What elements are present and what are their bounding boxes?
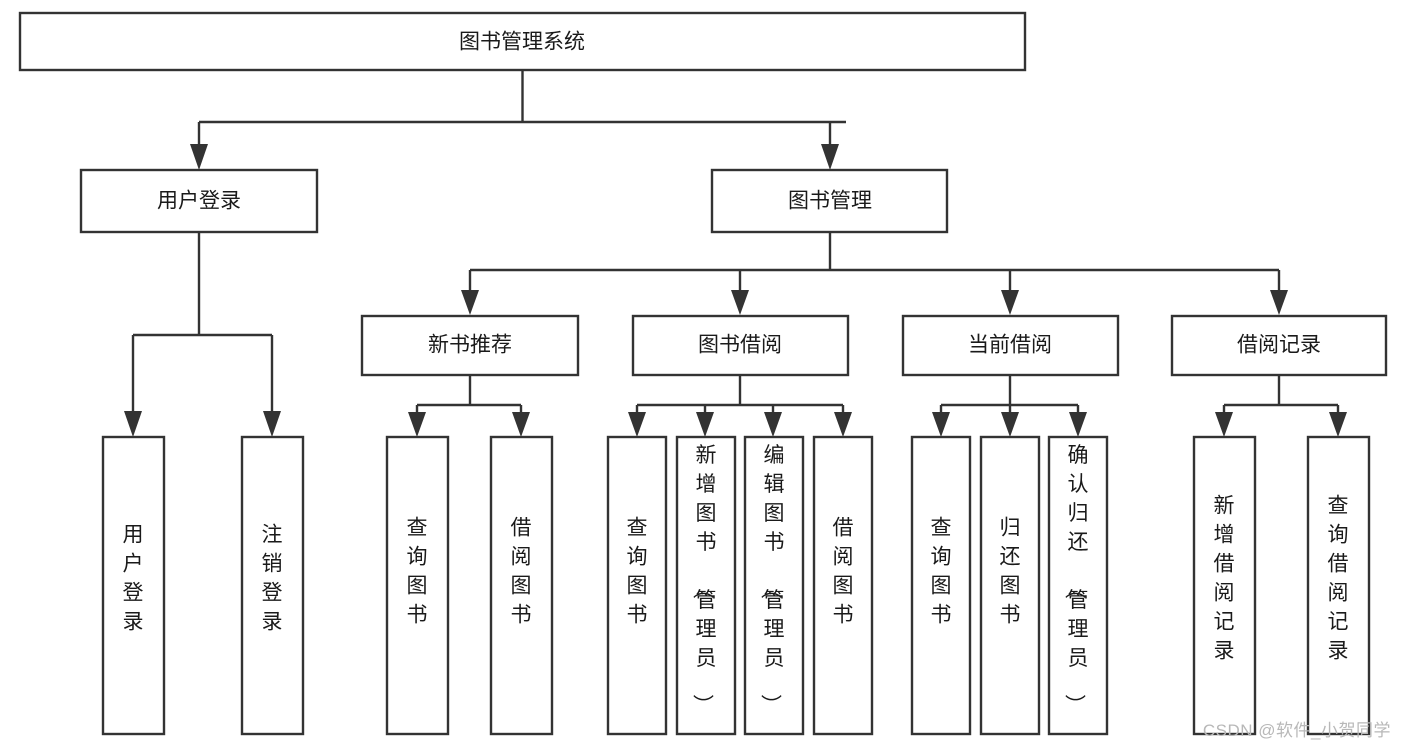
node-leaf-add-record-label: 新增借阅记录 <box>1214 495 1235 663</box>
node-leaf-logout-box[interactable] <box>240 435 305 736</box>
node-borrow-record[interactable]: 借阅记录 <box>1170 314 1388 377</box>
node-leaf-query-record-box[interactable] <box>1306 435 1371 736</box>
node-borrow-record-box[interactable] <box>1170 314 1388 377</box>
arrow-head-leaf-add-book <box>696 412 714 437</box>
node-leaf-add-record[interactable]: 新增借阅记录 <box>1192 435 1257 736</box>
node-new-book-rec-box[interactable] <box>360 314 580 377</box>
node-leaf-query-record[interactable]: 查询借阅记录 <box>1306 435 1371 736</box>
arrow-head-new-book-rec <box>461 290 479 315</box>
node-user-login[interactable]: 用户登录 <box>79 168 319 234</box>
connector-group-borrow-record <box>1215 375 1347 437</box>
node-book-borrow-box[interactable] <box>631 314 850 377</box>
node-book-borrow-label: 图书借阅 <box>698 334 782 357</box>
arrow-head-leaf-edit-book <box>764 412 782 437</box>
node-book-mgmt-label: 图书管理 <box>788 190 872 213</box>
node-book-mgmt[interactable]: 图书管理 <box>710 168 949 234</box>
node-leaf-add-book-box[interactable] <box>675 435 737 736</box>
node-leaf-return-book[interactable]: 归还图书 <box>979 435 1041 736</box>
arrow-head-leaf-logout <box>263 411 281 437</box>
node-leaf-query-book-2-box[interactable] <box>606 435 668 736</box>
arrow-head-leaf-query-book-1 <box>408 412 426 437</box>
node-leaf-edit-book-label: 编辑图书（管理员） <box>759 444 785 715</box>
arrow-head-leaf-query-book-2 <box>628 412 646 437</box>
connector-group-current-borrow <box>932 375 1087 437</box>
node-leaf-borrow-book-1-label: 借阅图书 <box>511 517 532 627</box>
node-root-box[interactable] <box>18 11 1027 72</box>
node-user-login-box[interactable] <box>79 168 319 234</box>
connector-group-user-login <box>124 232 281 437</box>
arrow-head-leaf-user-login <box>124 411 142 437</box>
node-leaf-query-book-1[interactable]: 查询图书 <box>385 435 450 736</box>
node-root[interactable]: 图书管理系统 <box>18 11 1027 72</box>
connector-group-book-mgmt <box>461 232 1288 315</box>
node-leaf-logout[interactable]: 注销登录 <box>240 435 305 736</box>
connector-group-root <box>190 70 846 170</box>
node-leaf-logout-label: 注销登录 <box>262 524 283 634</box>
node-leaf-borrow-book-2-box[interactable] <box>812 435 874 736</box>
node-leaf-confirm-return[interactable]: 确认归还（管理员） <box>1047 435 1109 736</box>
arrow-head-user-login <box>190 144 208 170</box>
node-leaf-add-book[interactable]: 新增图书（管理员） <box>675 435 737 736</box>
arrow-head-leaf-return-book <box>1001 412 1019 437</box>
node-leaf-query-book-2-label: 查询图书 <box>627 517 648 627</box>
arrow-head-current-borrow <box>1001 290 1019 315</box>
node-new-book-rec-label: 新书推荐 <box>428 334 512 357</box>
arrow-head-leaf-add-record <box>1215 412 1233 437</box>
node-leaf-borrow-book-2-label: 借阅图书 <box>833 517 854 627</box>
arrow-head-leaf-query-book-3 <box>932 412 950 437</box>
node-leaf-return-book-box[interactable] <box>979 435 1041 736</box>
node-leaf-return-book-label: 归还图书 <box>1000 517 1021 627</box>
node-current-borrow[interactable]: 当前借阅 <box>901 314 1120 377</box>
node-leaf-query-book-1-box[interactable] <box>385 435 450 736</box>
node-current-borrow-label: 当前借阅 <box>968 334 1052 357</box>
node-book-mgmt-box[interactable] <box>710 168 949 234</box>
node-leaf-user-login[interactable]: 用户登录 <box>101 435 166 736</box>
node-leaf-query-book-3[interactable]: 查询图书 <box>910 435 972 736</box>
arrow-head-leaf-borrow-book-1 <box>512 412 530 437</box>
node-root-label: 图书管理系统 <box>459 31 585 54</box>
node-leaf-edit-book-box[interactable] <box>743 435 805 736</box>
node-leaf-query-book-1-label: 查询图书 <box>407 517 428 627</box>
node-leaf-user-login-label: 用户登录 <box>123 524 144 634</box>
node-leaf-borrow-book-1[interactable]: 借阅图书 <box>489 435 554 736</box>
arrow-head-book-borrow <box>731 290 749 315</box>
node-leaf-user-login-box[interactable] <box>101 435 166 736</box>
node-leaf-add-record-box[interactable] <box>1192 435 1257 736</box>
node-new-book-rec[interactable]: 新书推荐 <box>360 314 580 377</box>
arrow-head-leaf-confirm-return <box>1069 412 1087 437</box>
node-leaf-query-book-3-label: 查询图书 <box>931 517 952 627</box>
arrow-head-book-mgmt <box>821 144 839 170</box>
node-leaf-borrow-book-2[interactable]: 借阅图书 <box>812 435 874 736</box>
node-leaf-query-book-2[interactable]: 查询图书 <box>606 435 668 736</box>
node-leaf-borrow-book-1-box[interactable] <box>489 435 554 736</box>
csdn-watermark: CSDN @软件_小贺同学 <box>1202 721 1391 740</box>
connector-group-book-borrow <box>628 375 852 437</box>
arrow-head-borrow-record <box>1270 290 1288 315</box>
node-leaf-query-record-label: 查询借阅记录 <box>1328 495 1349 663</box>
arrow-head-leaf-borrow-book-2 <box>834 412 852 437</box>
node-leaf-confirm-return-box[interactable] <box>1047 435 1109 736</box>
node-borrow-record-label: 借阅记录 <box>1237 334 1321 357</box>
node-user-login-label: 用户登录 <box>157 190 241 213</box>
node-book-borrow[interactable]: 图书借阅 <box>631 314 850 377</box>
node-leaf-confirm-return-label: 确认归还（管理员） <box>1063 444 1089 715</box>
node-leaf-query-book-3-box[interactable] <box>910 435 972 736</box>
node-current-borrow-box[interactable] <box>901 314 1120 377</box>
node-leaf-edit-book[interactable]: 编辑图书（管理员） <box>743 435 805 736</box>
connector-group-new-book-rec <box>408 375 530 437</box>
arrow-head-leaf-query-record <box>1329 412 1347 437</box>
node-leaf-add-book-label: 新增图书（管理员） <box>691 444 717 715</box>
